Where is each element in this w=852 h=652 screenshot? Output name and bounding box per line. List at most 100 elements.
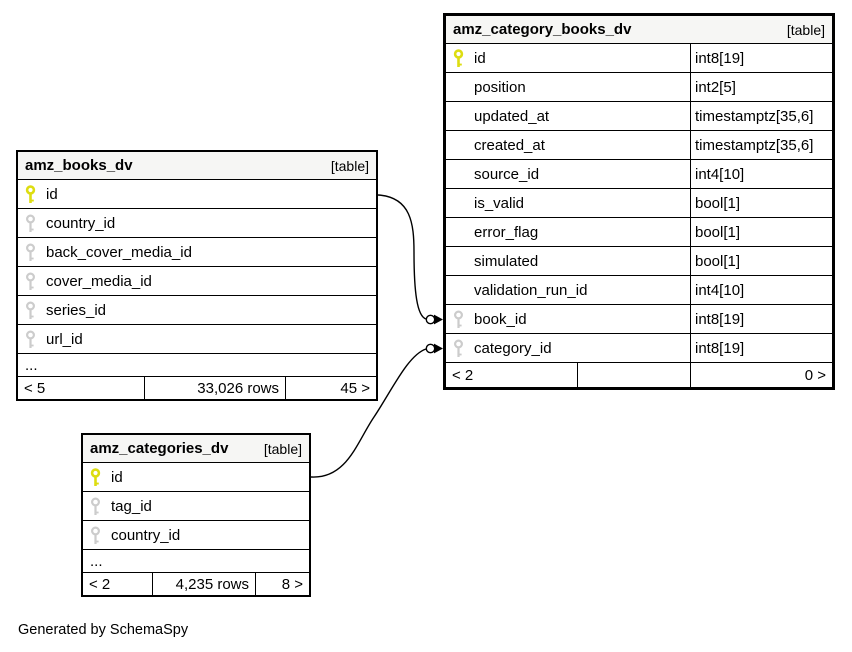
hidden-children-count: 8 > [281, 575, 303, 593]
primary-key-icon [453, 48, 474, 68]
foreign-key-icon [453, 338, 474, 358]
column-name: is_valid [474, 194, 525, 212]
table-row: simulated bool[1] [446, 247, 832, 276]
column-name-cell: simulated [446, 247, 691, 275]
table-type-badge: [table] [263, 440, 302, 457]
column-type: timestamptz[35,6] [695, 107, 814, 125]
hidden-children-count: 45 > [340, 379, 370, 397]
column-name-cell: position [446, 73, 691, 101]
column-name: validation_run_id [474, 281, 588, 299]
table-row: series_id [18, 296, 376, 325]
table-amz-categories-dv[interactable]: amz_categories_dv [table] id tag_id [81, 433, 311, 597]
hidden-parents-count: < 2 [83, 573, 153, 595]
table-row: cover_media_id [18, 267, 376, 296]
hidden-parents-count: < 2 [446, 363, 578, 387]
table-header[interactable]: amz_category_books_dv [table] [446, 16, 832, 44]
column-name: id [111, 468, 123, 486]
table-row: id int8[19] [446, 44, 832, 73]
column-type: int4[10] [695, 165, 745, 183]
column-type: bool[1] [695, 194, 741, 212]
column-name: country_id [111, 526, 181, 544]
table-title[interactable]: amz_books_dv [25, 157, 133, 174]
table-title[interactable]: amz_category_books_dv [453, 21, 632, 38]
ellipsis-label: ... [25, 356, 38, 374]
column-name: category_id [474, 339, 552, 357]
generated-by-note: Generated by SchemaSpy [18, 622, 189, 638]
ellipsis-cell: ... [18, 354, 376, 376]
column-type: bool[1] [695, 223, 741, 241]
table-header[interactable]: amz_categories_dv [table] [83, 435, 309, 463]
table-footer: < 2 0 > [446, 363, 832, 387]
zero-or-one-circle [425, 314, 436, 325]
primary-key-icon [25, 184, 46, 204]
column-name-cell: id [83, 463, 309, 491]
column-name-cell: error_flag [446, 218, 691, 246]
table-row: position int2[5] [446, 73, 832, 102]
relationship-arrowhead [434, 314, 443, 325]
row-count: 4,235 rows [153, 573, 256, 595]
column-name: simulated [474, 252, 539, 270]
column-name-cell: country_id [83, 521, 309, 549]
table-footer: < 5 33,026 rows 45 > [18, 377, 376, 399]
table-row: country_id [18, 209, 376, 238]
column-name-cell: cover_media_id [18, 267, 376, 295]
table-row: category_id int8[19] [446, 334, 832, 363]
column-name: book_id [474, 310, 527, 328]
table-row: id [83, 463, 309, 492]
column-type: int8[19] [695, 49, 745, 67]
foreign-key-icon [90, 496, 111, 516]
foreign-key-icon [25, 242, 46, 262]
column-name: country_id [46, 214, 116, 232]
column-name-cell: validation_run_id [446, 276, 691, 304]
foreign-key-icon [453, 309, 474, 329]
column-name-cell: is_valid [446, 189, 691, 217]
table-row: source_id int4[10] [446, 160, 832, 189]
column-name: error_flag [474, 223, 539, 241]
table-type-badge: [table] [330, 157, 369, 174]
table-title[interactable]: amz_categories_dv [90, 440, 229, 457]
table-footer: < 2 4,235 rows 8 > [83, 573, 309, 595]
table-amz-category-books-dv[interactable]: amz_category_books_dv [table] id int8[19… [443, 13, 835, 390]
column-name-cell: id [18, 180, 376, 208]
footer-spacer [578, 363, 691, 387]
row-count: 33,026 rows [145, 377, 286, 399]
column-type: int4[10] [695, 281, 745, 299]
foreign-key-icon [90, 525, 111, 545]
column-name-cell: updated_at [446, 102, 691, 130]
column-name: back_cover_media_id [46, 243, 192, 261]
column-name: updated_at [474, 107, 550, 125]
column-name-cell: series_id [18, 296, 376, 324]
column-name-cell: url_id [18, 325, 376, 353]
hidden-columns-row: ... [83, 550, 309, 573]
ellipsis-cell: ... [83, 550, 309, 572]
table-amz-books-dv[interactable]: amz_books_dv [table] id country_id [16, 150, 378, 401]
foreign-key-icon [25, 271, 46, 291]
hidden-columns-row: ... [18, 354, 376, 377]
column-name: series_id [46, 301, 107, 319]
table-row: error_flag bool[1] [446, 218, 832, 247]
column-name: created_at [474, 136, 545, 154]
ellipsis-label: ... [90, 552, 103, 570]
column-name: tag_id [111, 497, 152, 515]
column-name-cell: source_id [446, 160, 691, 188]
column-type: int8[19] [695, 310, 745, 328]
hidden-children-count: 0 > [804, 366, 826, 384]
column-name-cell: country_id [18, 209, 376, 237]
table-row: country_id [83, 521, 309, 550]
relationship-line-books-id-to-book-id [377, 194, 443, 325]
column-name: url_id [46, 330, 83, 348]
table-row: url_id [18, 325, 376, 354]
table-header[interactable]: amz_books_dv [table] [18, 152, 376, 180]
column-name-cell: id [446, 44, 691, 72]
table-row: validation_run_id int4[10] [446, 276, 832, 305]
column-name-cell: created_at [446, 131, 691, 159]
relationship-arrowhead [434, 343, 443, 354]
table-row: updated_at timestamptz[35,6] [446, 102, 832, 131]
column-type: bool[1] [695, 252, 741, 270]
column-name: id [46, 185, 58, 203]
zero-or-one-circle [425, 343, 436, 354]
table-type-badge: [table] [786, 21, 825, 38]
column-name-cell: book_id [446, 305, 691, 333]
column-name: position [474, 78, 526, 96]
